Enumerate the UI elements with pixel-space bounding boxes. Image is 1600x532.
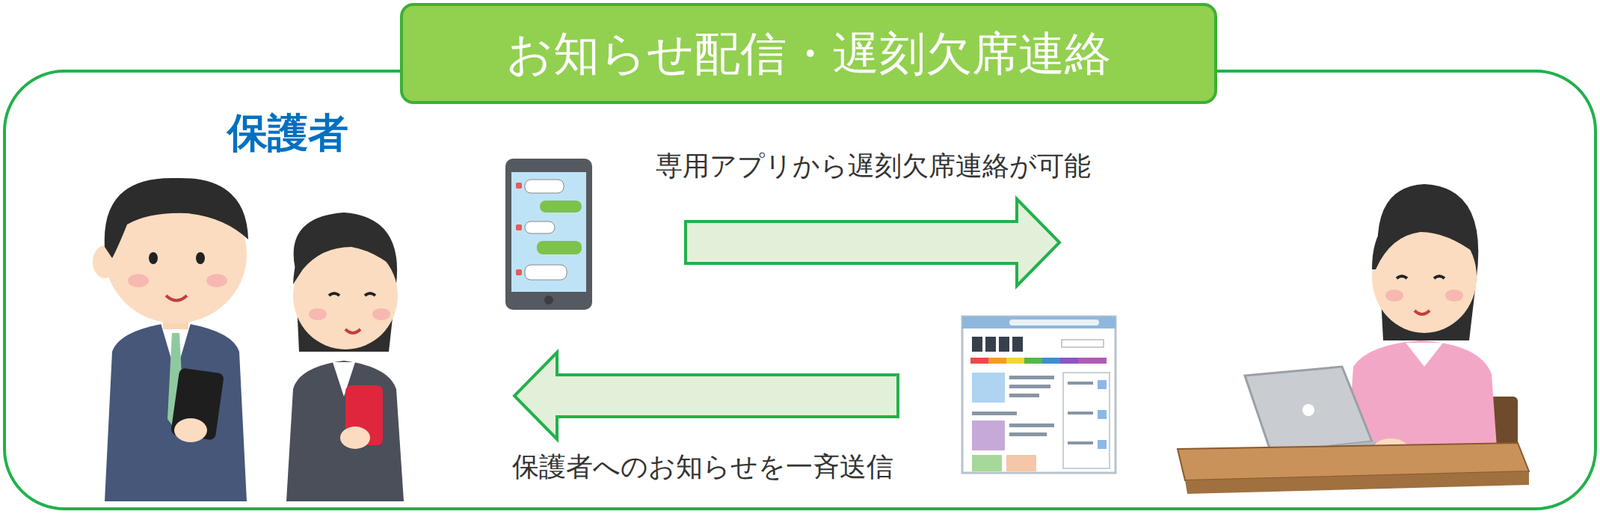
block-arrow — [514, 352, 898, 439]
title-band: お知らせ配信・遅刻欠席連絡 — [400, 2, 1218, 104]
news-page-icon — [962, 316, 1116, 473]
father-figure — [92, 177, 249, 501]
arrow-label: 保護者へのお知らせを一斉送信 — [509, 448, 897, 486]
teacher-figure — [1177, 183, 1529, 494]
group-label: 保護者 — [224, 106, 352, 161]
mother-figure — [286, 212, 404, 501]
block-arrow — [685, 198, 1060, 286]
group-frame — [4, 71, 1596, 509]
smartphone-icon — [505, 158, 593, 310]
title-text: お知らせ配信・遅刻欠席連絡 — [506, 22, 1112, 86]
arrow-label: 専用アプリから遅刻欠席連絡が可能 — [652, 148, 1094, 185]
